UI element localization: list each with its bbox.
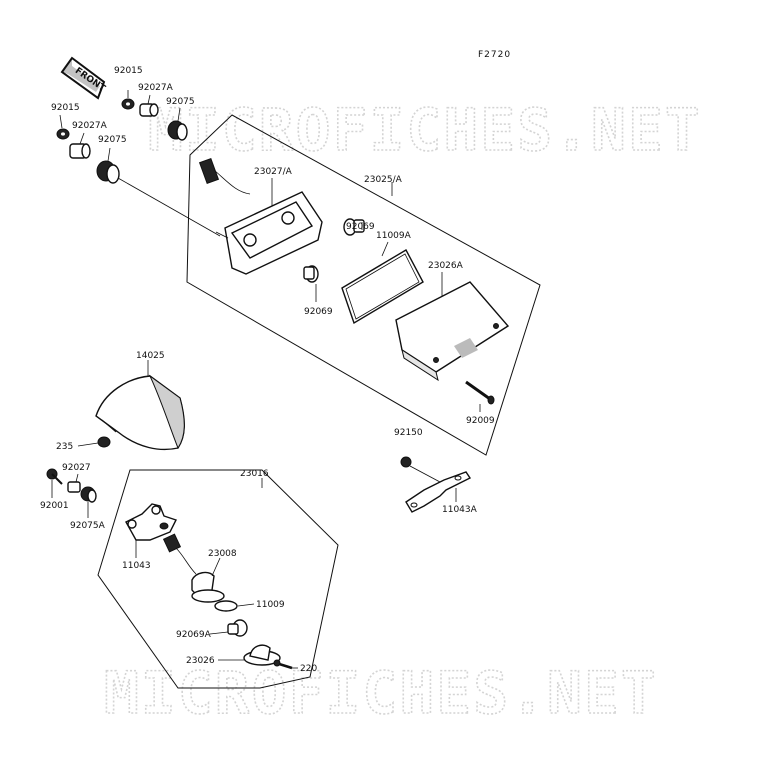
label-23025a: 23025/A — [364, 175, 403, 185]
gasket-11009 — [214, 600, 238, 612]
cover-14025 — [95, 374, 185, 451]
label-92027a-a: 92027A — [138, 83, 174, 93]
label-92009: 92009 — [466, 416, 495, 426]
bracket-11043 — [125, 503, 177, 541]
grommet-92075a — [80, 486, 97, 503]
label-92001: 92001 — [40, 501, 69, 511]
label-11009a: 11009A — [376, 231, 412, 241]
screw-220 — [273, 659, 293, 670]
bolt-92150 — [400, 456, 412, 468]
label-92150: 92150 — [394, 428, 423, 438]
label-23026: 23026 — [186, 656, 215, 666]
label-92075a: 92075A — [70, 521, 106, 531]
label-23016: 23016 — [240, 469, 269, 479]
license-lamp-assembly-frame — [97, 469, 339, 689]
label-92069-a: 92069 — [346, 222, 375, 232]
collar-92027 — [67, 481, 81, 493]
label-92015-a: 92015 — [114, 66, 143, 76]
bulb-92069a — [227, 619, 248, 637]
bolt-92001 — [46, 468, 63, 485]
watermark-top: MICROFICHES.NET — [148, 96, 702, 164]
nut-92015-a — [121, 98, 135, 110]
label-92075-b: 92075 — [98, 135, 127, 145]
front-arrow-icon: FRONT — [60, 56, 107, 100]
label-220: 220 — [300, 664, 317, 674]
grommet-92075-b — [96, 160, 120, 184]
label-11009: 11009 — [256, 600, 285, 610]
diagram-ref-code: F2720 — [478, 50, 511, 60]
tail-lamp-assembly-frame — [186, 114, 541, 456]
collar-92027a-a — [139, 103, 159, 117]
lens-23026 — [243, 644, 281, 666]
gasket-11009a — [341, 249, 424, 325]
watermark-bottom: MICROFICHES.NET — [104, 659, 658, 727]
label-23008: 23008 — [208, 549, 237, 559]
label-23027a: 23027/A — [254, 167, 293, 177]
label-235: 235 — [56, 442, 73, 452]
bulb-92069-a — [343, 218, 365, 236]
label-23026a: 23026A — [428, 261, 464, 271]
bracket-11043a — [405, 465, 472, 513]
label-92027: 92027 — [62, 463, 91, 473]
collar-92027a-b — [69, 143, 91, 159]
label-92069-b: 92069 — [304, 307, 333, 317]
lens-23026a — [395, 281, 510, 382]
bolt-235 — [97, 436, 111, 448]
label-92069a: 92069A — [176, 630, 212, 640]
label-92075-a: 92075 — [166, 97, 195, 107]
nut-92015-b — [56, 128, 70, 140]
label-11043: 11043 — [122, 561, 151, 571]
lamp-housing-23027a — [198, 157, 323, 275]
bulb-92069-b — [303, 265, 319, 283]
socket-23008 — [162, 533, 225, 603]
label-14025: 14025 — [136, 351, 165, 361]
grommet-92075-a — [167, 120, 188, 141]
label-92027a-b: 92027A — [72, 121, 108, 131]
label-92015-b: 92015 — [51, 103, 80, 113]
screw-92009 — [465, 380, 495, 405]
label-11043a: 11043A — [442, 505, 478, 515]
